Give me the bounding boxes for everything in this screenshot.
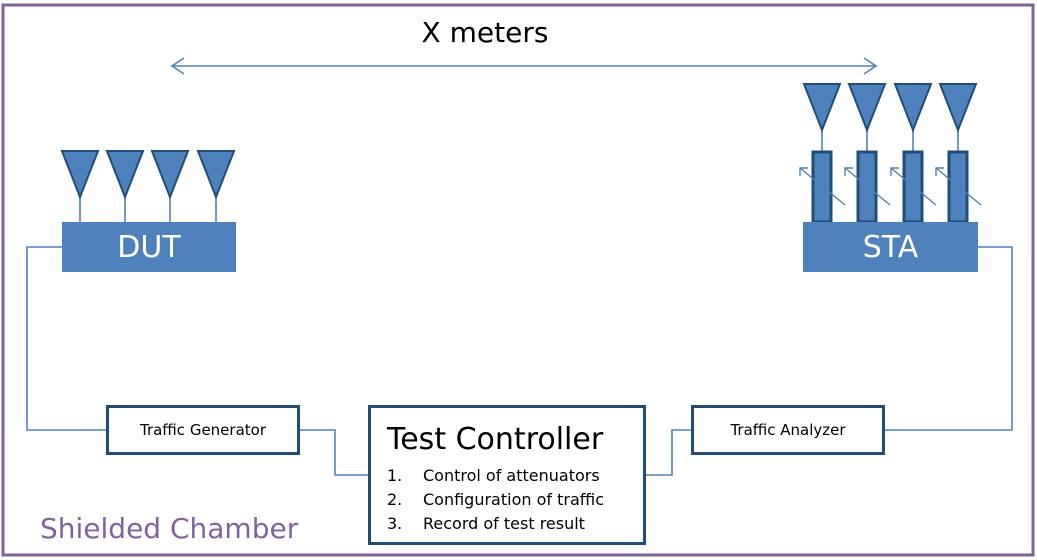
antenna-icon [105, 150, 145, 222]
attenuator-icon [844, 150, 891, 224]
item-text: Record of test result [423, 514, 585, 533]
dut-box: DUT [62, 222, 236, 272]
test-controller-box: Test Controller 1. Control of attenuator… [368, 405, 646, 545]
antenna-icon [150, 150, 190, 222]
attenuator-icon [890, 150, 937, 224]
item-number: 2. [387, 490, 403, 509]
attenuator-icon [935, 150, 982, 224]
traffic-generator-box: Traffic Generator [106, 405, 300, 455]
test-controller-item: 1. Control of attenuators [387, 464, 643, 488]
traffic-generator-label: Traffic Generator [139, 421, 266, 439]
controller-to-traffic-analyzer-line [646, 429, 691, 476]
attenuator-icon [799, 150, 846, 224]
traffic-analyzer-to-sta-line [885, 246, 1013, 431]
item-number: 3. [387, 514, 403, 533]
antenna-icon [847, 83, 887, 152]
antenna-icon [60, 150, 100, 222]
connection-lines [26, 246, 1013, 476]
traffic-analyzer-box: Traffic Analyzer [691, 405, 885, 455]
shielded-chamber-label: Shielded Chamber [40, 512, 299, 545]
antenna-icon [802, 83, 842, 152]
traffic-generator-to-controller-line [300, 429, 368, 476]
test-controller-item: 2. Configuration of traffic [387, 488, 643, 512]
sta-label: STA [862, 229, 919, 265]
item-text: Configuration of traffic [423, 490, 605, 509]
distance-label: X meters [421, 16, 549, 49]
antenna-icon [196, 150, 236, 222]
double-arrow-icon [170, 57, 878, 75]
test-controller-item: 3. Record of test result [387, 512, 643, 536]
dut-label: DUT [117, 229, 181, 265]
traffic-analyzer-label: Traffic Analyzer [730, 421, 846, 439]
antenna-icon [893, 83, 933, 152]
shielded-chamber-border [1, 3, 1035, 557]
sta-box: STA [803, 222, 978, 272]
antenna-icon [938, 83, 978, 152]
test-controller-title: Test Controller [387, 422, 604, 457]
dut-to-traffic-generator-line [26, 246, 106, 431]
item-text: Control of attenuators [423, 466, 600, 485]
item-number: 1. [387, 466, 403, 485]
